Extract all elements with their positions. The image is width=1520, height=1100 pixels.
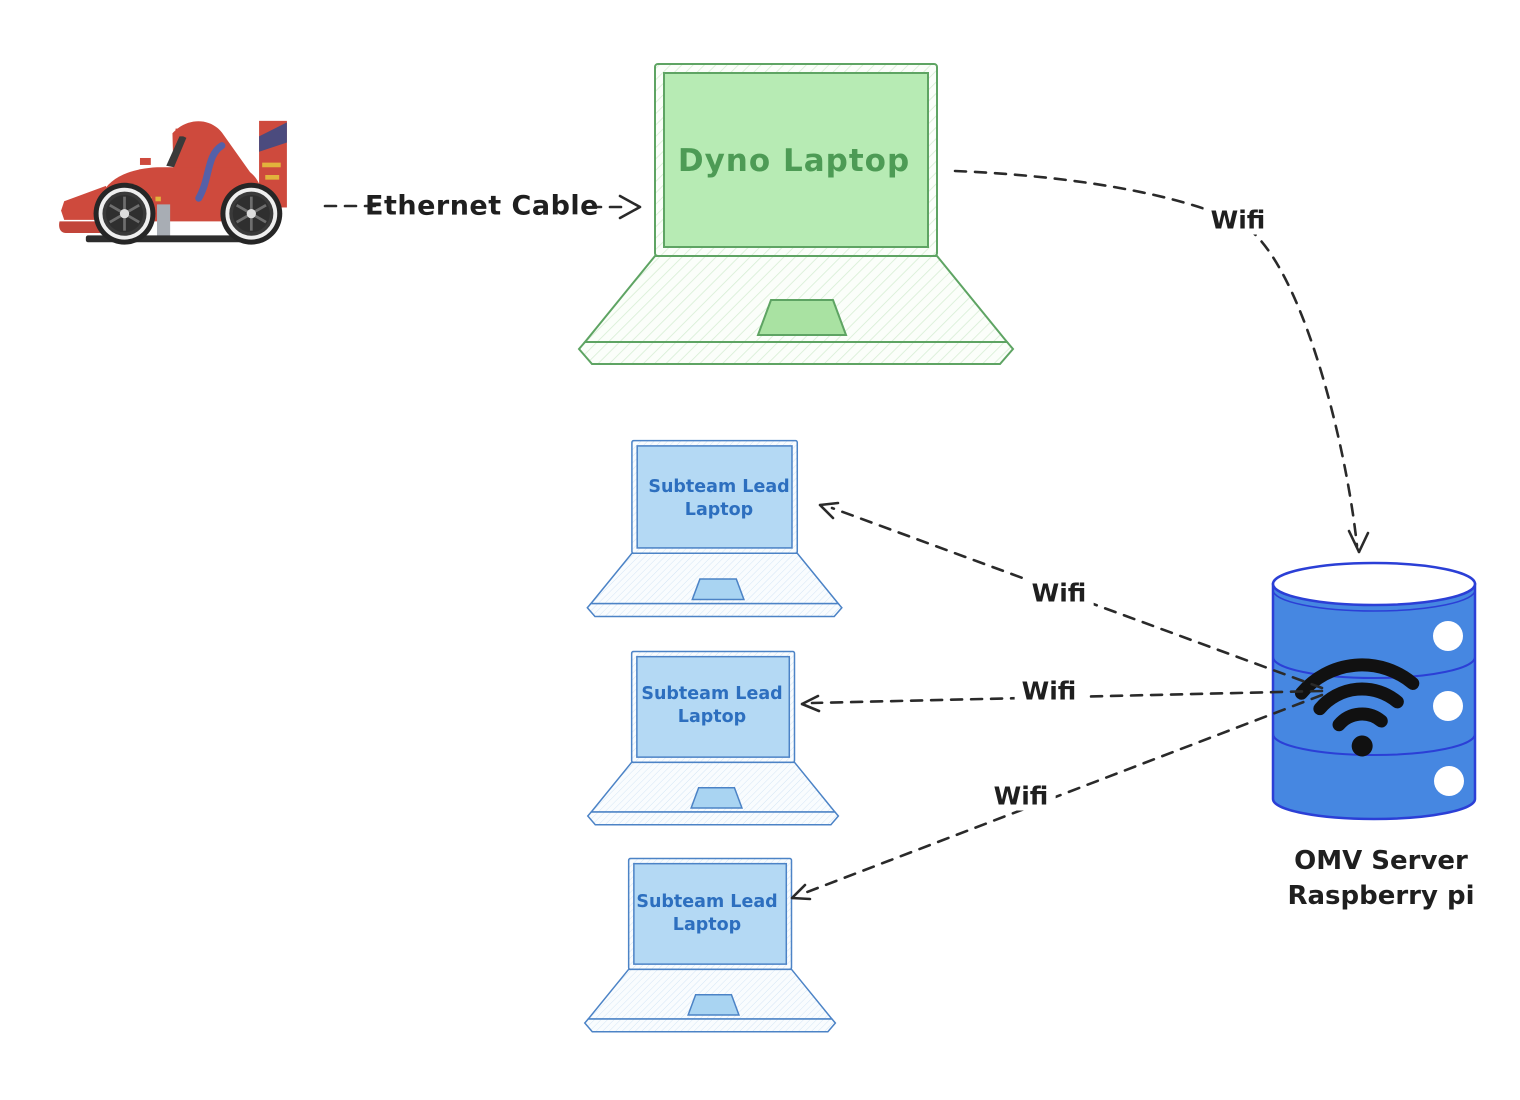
subteam-laptop-3-icon (582, 855, 837, 1034)
server-light-1 (1433, 621, 1463, 651)
wifi-label-sub3: Wifi (986, 781, 1056, 811)
wifi-arrowhead-server (1347, 529, 1370, 554)
wifi-label-dyno: Wifi (1203, 205, 1273, 235)
wifi-connector-dyno-server (953, 169, 1359, 548)
laptop-front-edge (583, 1018, 837, 1033)
car-rear-wheel (220, 182, 283, 245)
laptop-front-edge (586, 602, 843, 618)
car-front-wheel (93, 182, 156, 245)
subteam-laptop-1-icon (585, 437, 843, 619)
laptop-front-edge (577, 341, 1015, 365)
server-light-2 (1433, 691, 1463, 721)
laptop-trackpad (687, 993, 741, 1016)
car-body-stripe (195, 142, 226, 202)
server-label: OMV Server Raspberry pi (1287, 845, 1475, 911)
ethernet-label: Ethernet Cable (365, 190, 599, 222)
wifi-connector-server-sub3 (800, 693, 1324, 896)
race-car-icon (58, 103, 290, 247)
wifi-label-sub1: Wifi (1024, 578, 1094, 608)
laptop-screen (636, 445, 793, 549)
subteam-laptop-2-icon (585, 648, 840, 827)
server-icon (1265, 554, 1480, 829)
laptop-screen (633, 862, 788, 965)
laptop-trackpad (691, 578, 746, 601)
wifi-label-sub2: Wifi (1014, 676, 1084, 706)
subteam-laptop-3-label: Subteam Lead Laptop (636, 891, 778, 935)
car-wing-stripe (259, 122, 287, 152)
server-top (1271, 561, 1477, 607)
dyno-laptop-label: Dyno Laptop (677, 143, 911, 179)
laptop-screen (663, 72, 929, 248)
laptop-trackpad (756, 299, 848, 336)
laptop-front-edge (586, 811, 840, 826)
dyno-laptop-icon (575, 58, 1015, 368)
subteam-laptop-2-label: Subteam Lead Laptop (641, 683, 783, 727)
subteam-laptop-1-label: Subteam Lead Laptop (648, 476, 790, 520)
laptop-screen (636, 655, 791, 758)
server-light-3 (1434, 766, 1464, 796)
laptop-trackpad (690, 786, 744, 809)
